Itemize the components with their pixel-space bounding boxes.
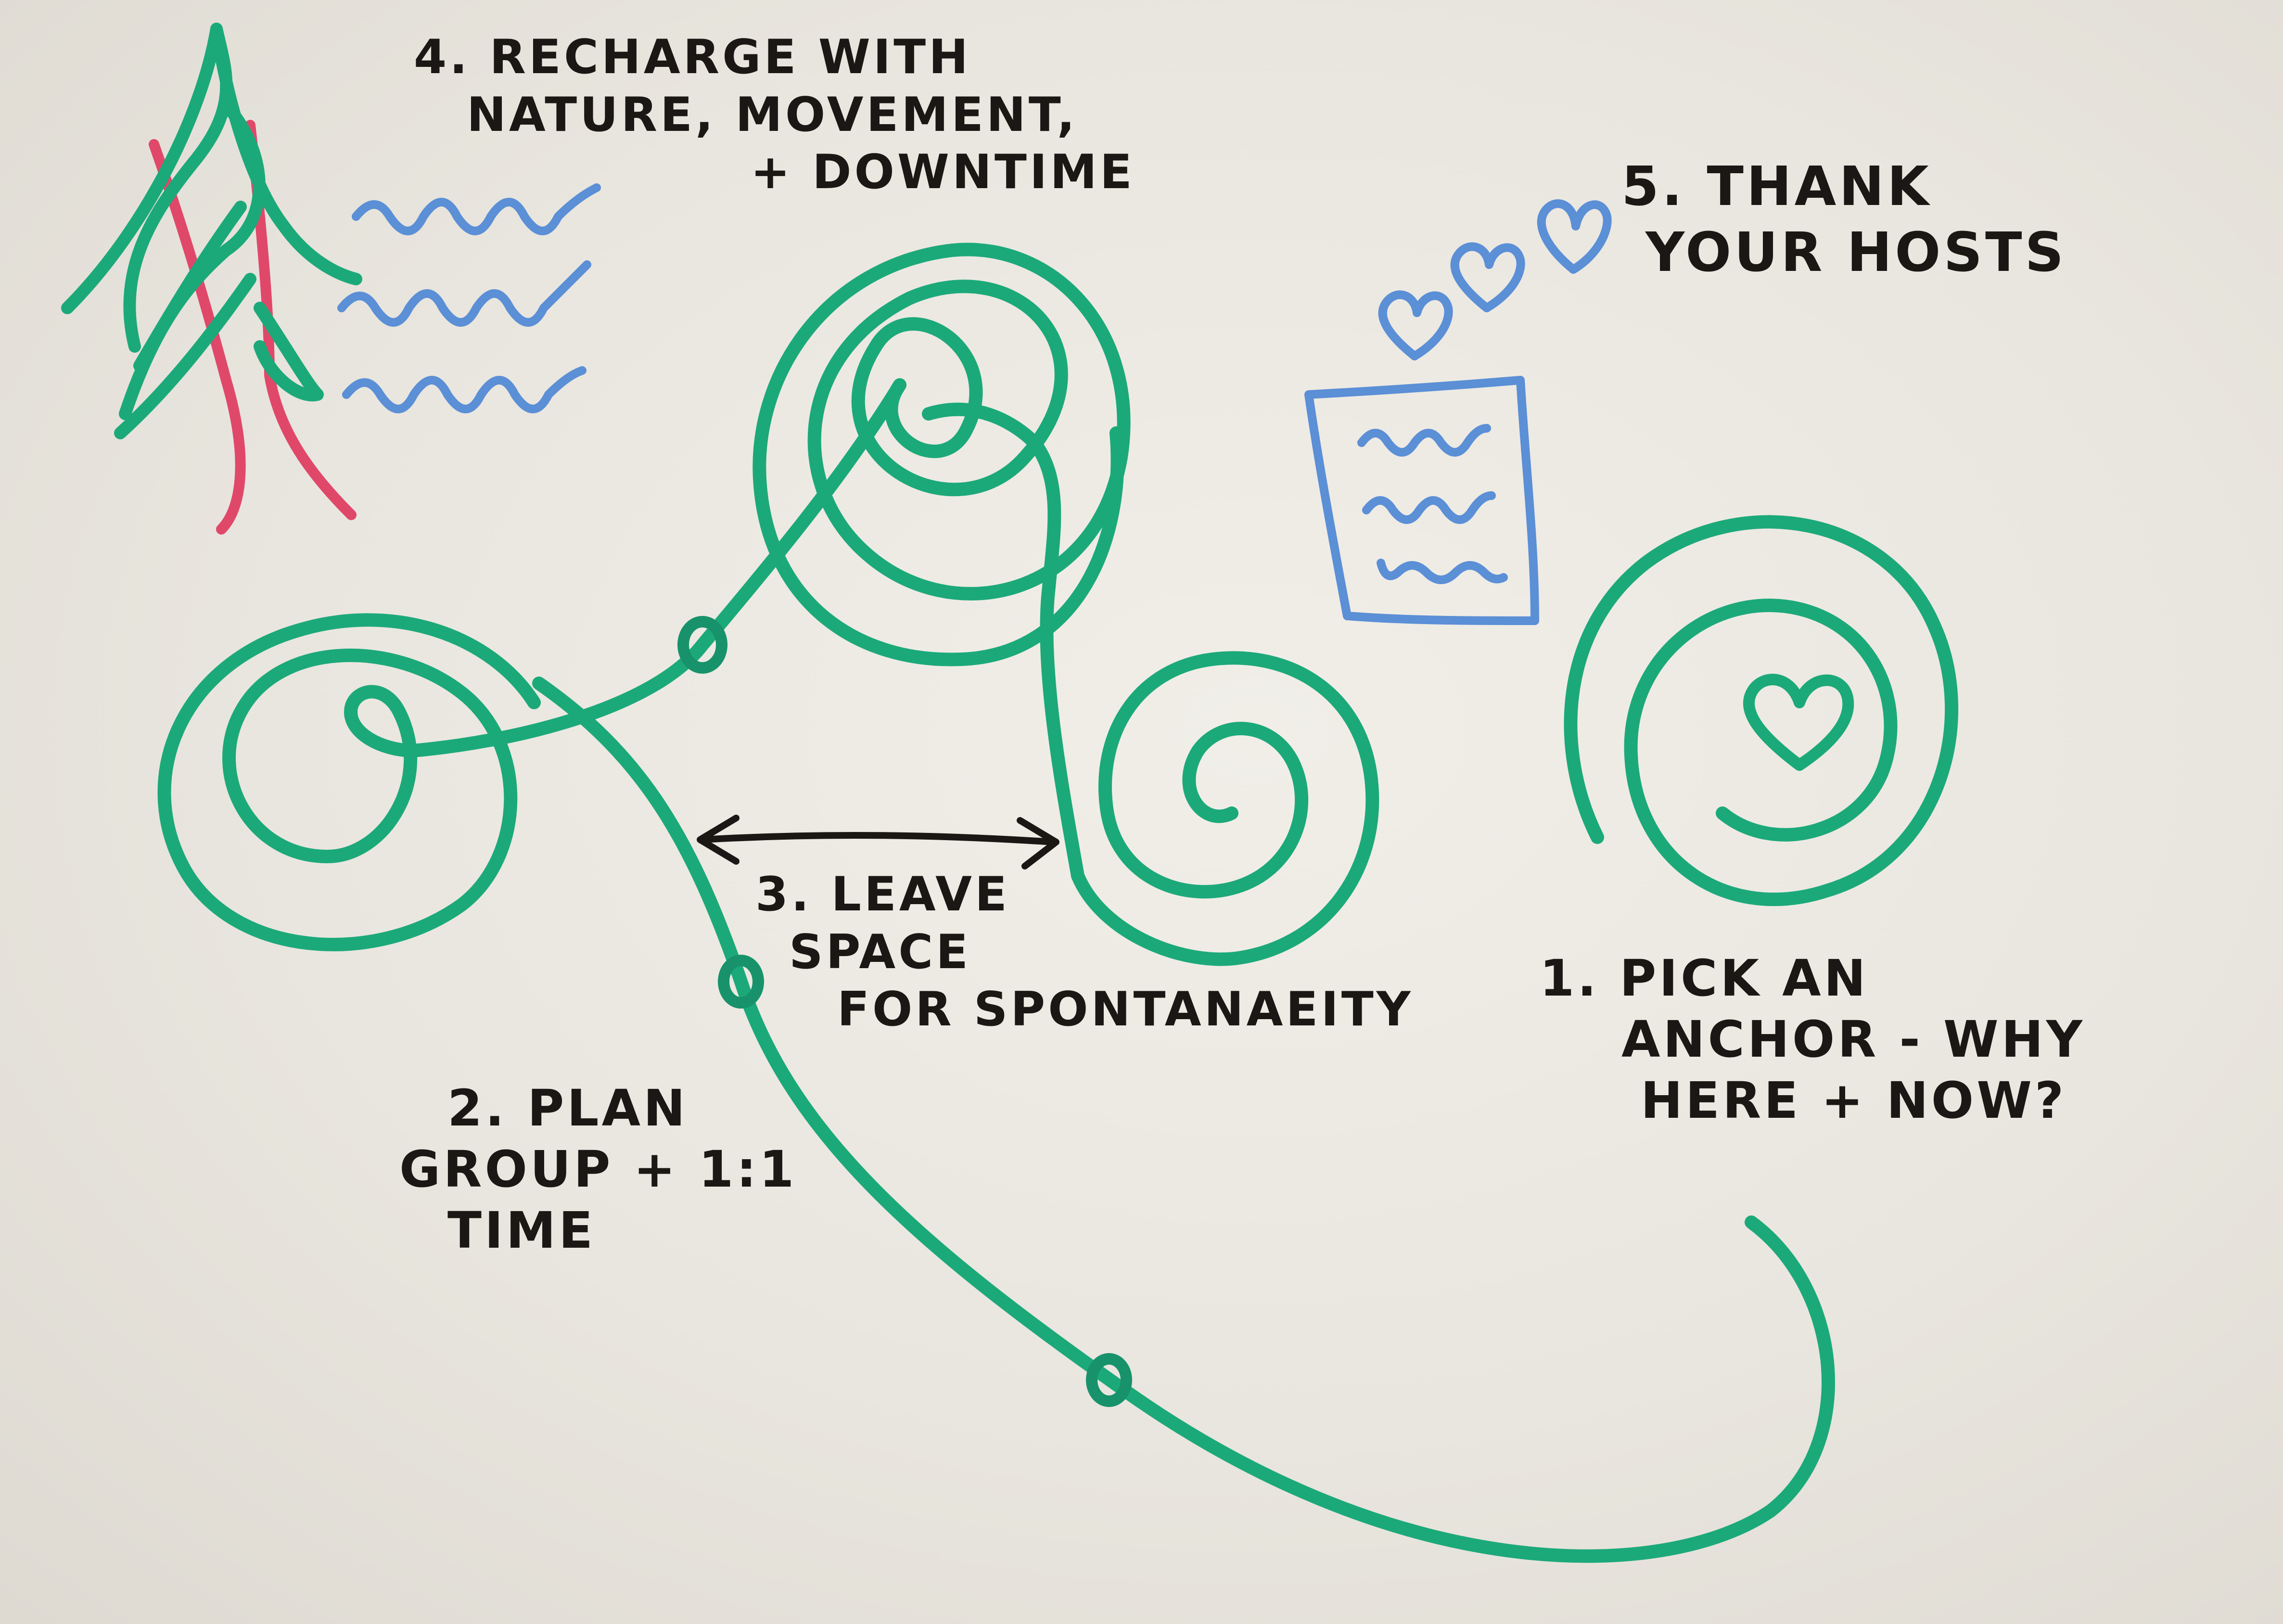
step-4-label: 4. RECHARGE WITH NATURE, MOVEMENT, + DOW… xyxy=(414,29,1135,202)
step-3-line: SPACE xyxy=(789,924,971,980)
path-link-spiral-3-to-spiral-4 xyxy=(922,402,1084,882)
step-3-line: 3. LEAVE xyxy=(755,867,1010,922)
path-knot-2 xyxy=(718,955,764,1009)
step-2-line: TIME xyxy=(447,1201,596,1260)
step-4-line: + DOWNTIME xyxy=(751,145,1135,200)
spiral-2 xyxy=(157,613,541,951)
spiral-3 xyxy=(752,243,1131,666)
step-2-line: 2. PLAN xyxy=(447,1079,689,1138)
step-1-line: 1. PICK AN xyxy=(1540,949,1869,1008)
step-1-line: ANCHOR - WHY xyxy=(1621,1010,2086,1069)
spiral-1 xyxy=(1564,515,1958,906)
hearts-icon xyxy=(1378,199,1612,360)
step-4-line: NATURE, MOVEMENT, xyxy=(467,87,1078,142)
double-arrow-icon xyxy=(697,815,1059,870)
spiral-4 xyxy=(1071,651,1379,966)
step-5-line: 5. THANK xyxy=(1621,155,1932,218)
step-3-line: FOR SPONTANAEITY xyxy=(837,982,1414,1037)
path-tail-to-anchor xyxy=(532,677,1835,1563)
path-curve-up-to-spiral-3 xyxy=(407,378,906,757)
path-knot-1 xyxy=(677,616,727,674)
step-2-line: GROUP + 1:1 xyxy=(399,1139,797,1199)
step-1-label: 1. PICK AN ANCHOR - WHY HERE + NOW? xyxy=(1540,948,2085,1131)
step-1-line: HERE + NOW? xyxy=(1641,1071,2067,1130)
step-5-line: YOUR HOSTS xyxy=(1645,221,2067,284)
step-4-line: 4. RECHARGE WITH xyxy=(414,30,971,85)
step-5-label: 5. THANK YOUR HOSTS xyxy=(1621,154,2066,285)
heart-icon xyxy=(1743,674,1854,771)
step-2-label: 2. PLAN GROUP + 1:1 TIME xyxy=(399,1078,797,1261)
thank-you-note-icon xyxy=(1304,376,1539,625)
journey-path xyxy=(157,243,1958,1563)
water-waves-icon xyxy=(337,183,601,413)
pine-tree-icon xyxy=(61,23,362,535)
step-3-label: 3. LEAVE SPACE FOR SPONTANAEITY xyxy=(755,866,1414,1039)
path-knot-3 xyxy=(1086,1353,1132,1407)
